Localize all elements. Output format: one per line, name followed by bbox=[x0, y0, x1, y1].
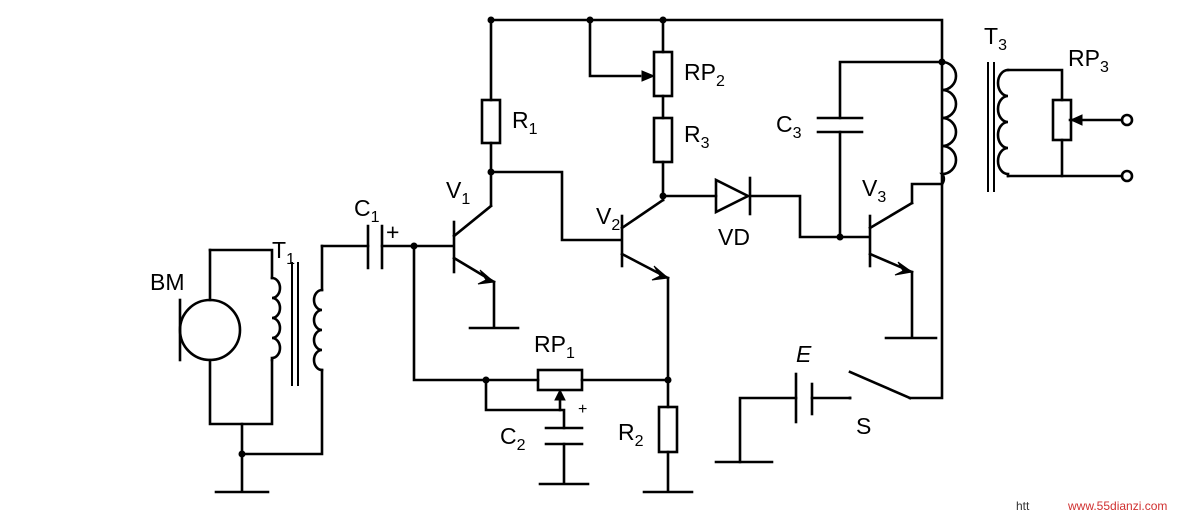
c2-plus-sign: + bbox=[578, 401, 587, 418]
switch-s: S bbox=[848, 370, 912, 439]
c1-plus-sign: + bbox=[386, 219, 399, 245]
wires bbox=[208, 18, 1124, 492]
output-terminals bbox=[1120, 113, 1134, 183]
transformer-t3: T3 bbox=[939, 23, 1010, 192]
watermark-prefix: htt bbox=[1016, 499, 1030, 513]
v1-label: V1 bbox=[446, 177, 470, 208]
ground-symbols bbox=[214, 326, 938, 494]
watermark: htt www.55dianzi.com bbox=[1016, 499, 1167, 513]
potentiometer-rp1: RP1 bbox=[534, 331, 584, 412]
potentiometer-rp2: RP2 bbox=[641, 50, 725, 98]
rp2-label: RP2 bbox=[684, 59, 725, 90]
capacitor-c2: C2 + bbox=[500, 401, 587, 454]
rp3-label: RP3 bbox=[1068, 45, 1109, 76]
v3-label: V3 bbox=[862, 175, 886, 206]
rp1-label: RP1 bbox=[534, 331, 575, 362]
resistor-r2: R2 bbox=[618, 405, 679, 454]
transformer-t1: T1 bbox=[270, 237, 324, 386]
s-label: S bbox=[856, 413, 871, 439]
watermark-url: www.55dianzi.com bbox=[1067, 499, 1167, 513]
resistor-r3: R3 bbox=[652, 116, 710, 164]
r3-label: R3 bbox=[684, 121, 710, 152]
capacitor-c3: C3 bbox=[776, 111, 864, 142]
capacitor-c1: C1 + bbox=[354, 195, 399, 270]
diode-vd: VD bbox=[714, 176, 752, 250]
v2-label: V2 bbox=[596, 203, 620, 234]
t1-label: T1 bbox=[272, 237, 295, 268]
potentiometer-rp3: RP3 bbox=[1051, 45, 1109, 142]
junctions bbox=[238, 16, 946, 458]
transistor-v2: V2 bbox=[596, 198, 670, 281]
r2-label: R2 bbox=[618, 419, 644, 450]
c3-label: C3 bbox=[776, 111, 802, 142]
battery-e: E bbox=[794, 341, 814, 424]
vd-label: VD bbox=[718, 224, 750, 250]
resistor-r1: R1 bbox=[480, 98, 538, 145]
bm-label: BM bbox=[150, 269, 185, 295]
c1-label: C1 bbox=[354, 195, 380, 226]
transistor-v3: V3 bbox=[862, 175, 914, 276]
microphone-bm: BM bbox=[150, 269, 242, 362]
c2-label: C2 bbox=[500, 423, 526, 454]
r1-label: R1 bbox=[512, 107, 538, 138]
e-label: E bbox=[796, 341, 812, 367]
transistor-v1: V1 bbox=[446, 177, 496, 285]
t3-label: T3 bbox=[984, 23, 1007, 54]
